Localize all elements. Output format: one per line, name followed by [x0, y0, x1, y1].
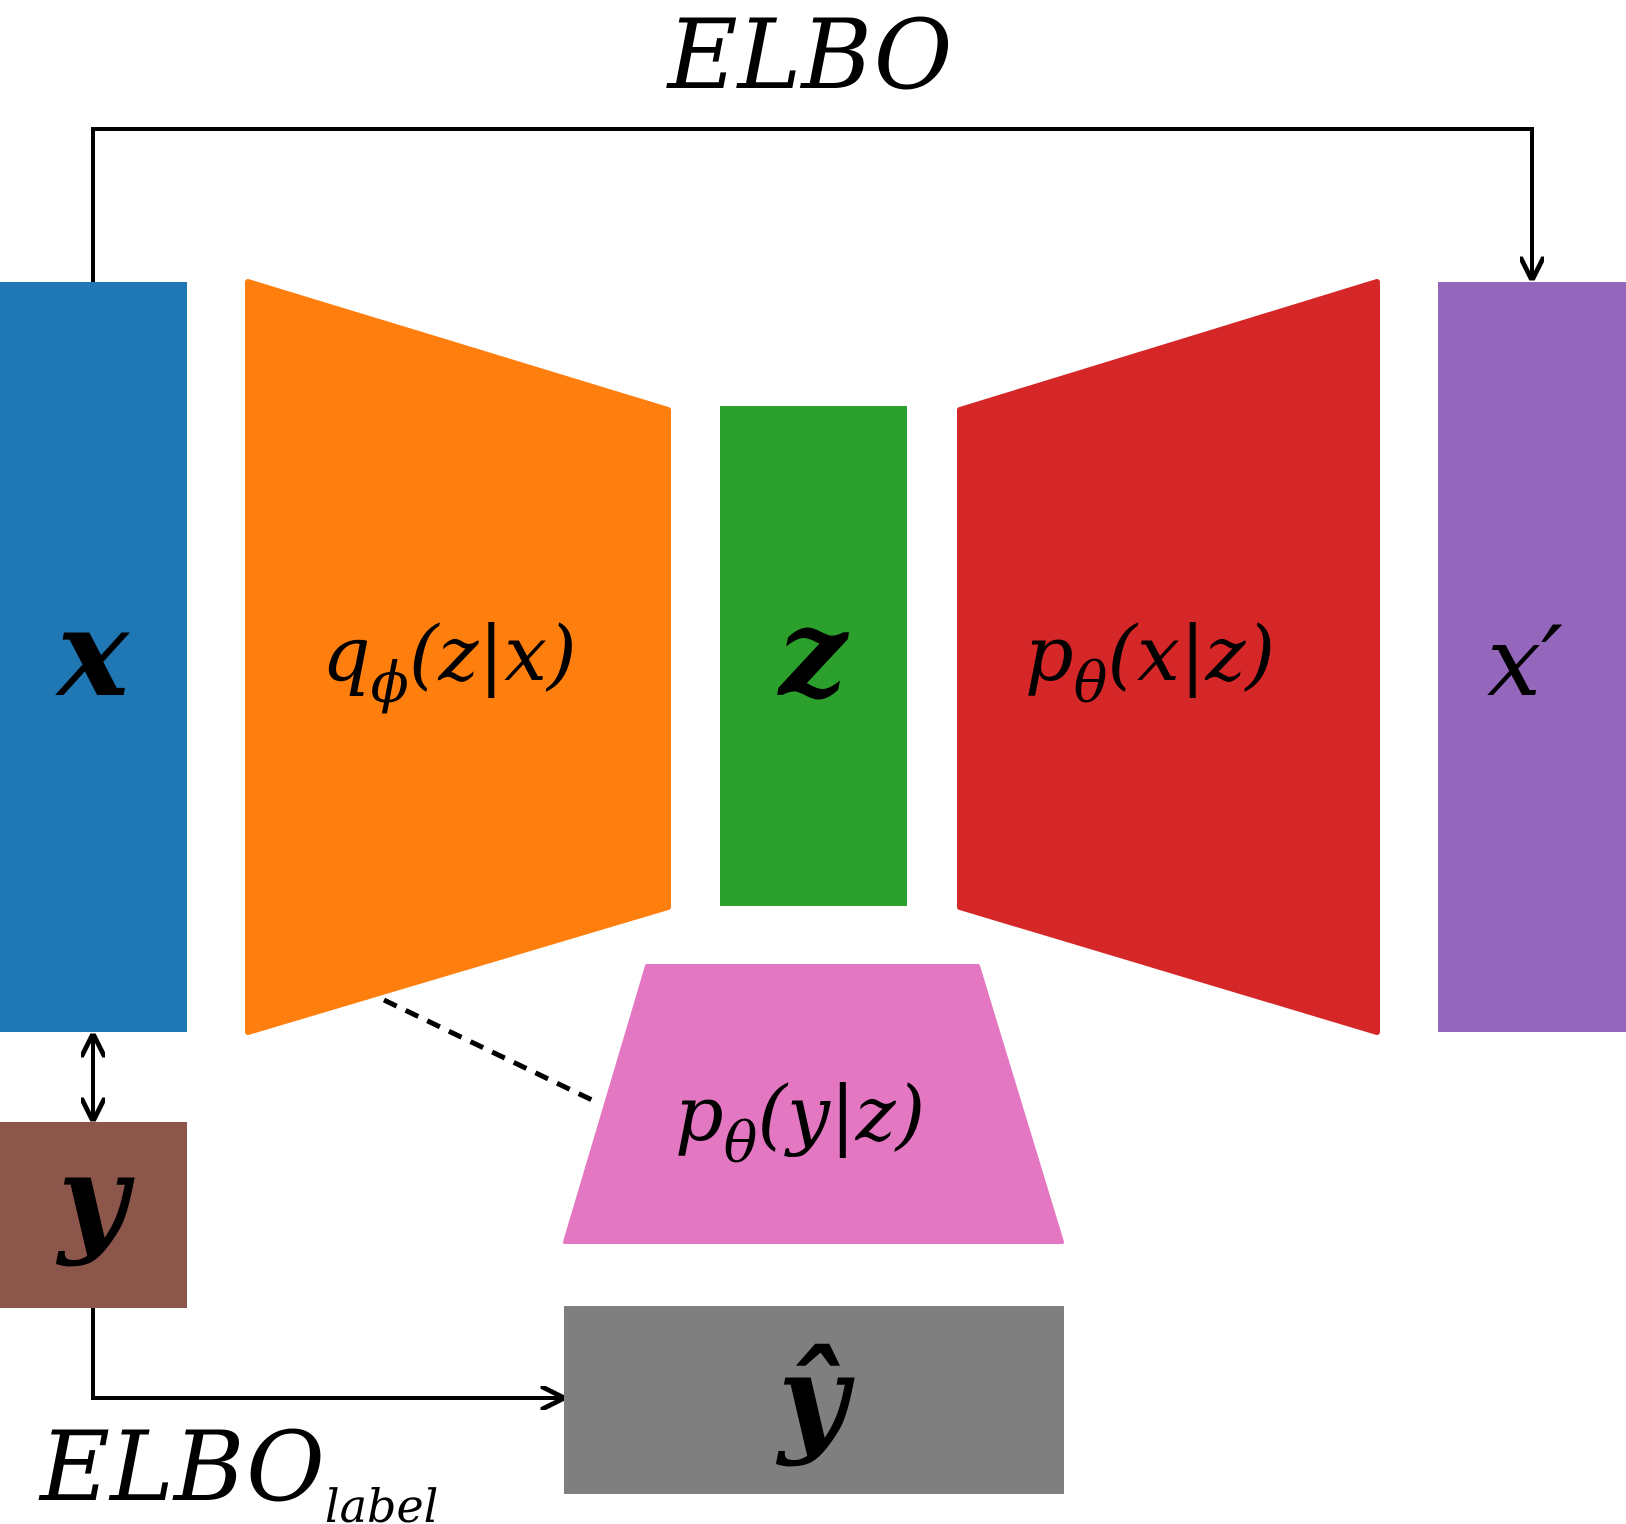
- elbo-label-connector: [91, 1308, 562, 1398]
- dashed-link: [382, 997, 594, 1103]
- decoder-block: [957, 279, 1380, 1035]
- z-label: z: [777, 583, 850, 724]
- y-hat-label: ŷ: [775, 1328, 855, 1469]
- x-block: [0, 282, 187, 1032]
- y-hat-block: [564, 1306, 1064, 1494]
- elbo-connector: [91, 127, 1532, 282]
- z-block: [720, 406, 907, 906]
- encoder-block: [245, 279, 671, 1035]
- x-label: x: [54, 583, 130, 724]
- elbo-title: ELBO: [666, 0, 953, 111]
- y-block: [0, 1122, 187, 1308]
- decoder-label: pθ(x|z): [1025, 609, 1275, 716]
- encoder-label: qϕ(z|x): [322, 609, 577, 716]
- x-prime-label: x′: [1487, 606, 1563, 718]
- classifier-block: [563, 964, 1064, 1244]
- classifier-label: pθ(y|z): [675, 1069, 925, 1176]
- x-prime-block: [1438, 282, 1626, 1032]
- y-label: y: [55, 1128, 135, 1269]
- elbo-label-text: ELBOlabel: [38, 1411, 438, 1524]
